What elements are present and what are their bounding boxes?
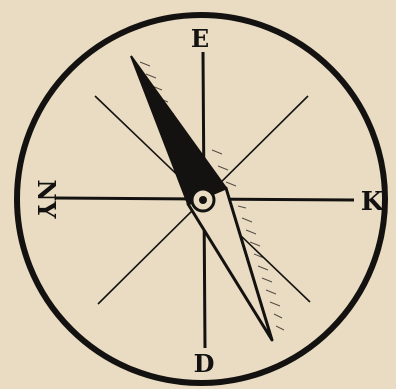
label-left: NY (32, 179, 61, 219)
pivot-center (199, 196, 207, 204)
label-right: K (361, 187, 385, 217)
label-top: E (191, 24, 209, 53)
label-bottom: D (194, 349, 215, 378)
